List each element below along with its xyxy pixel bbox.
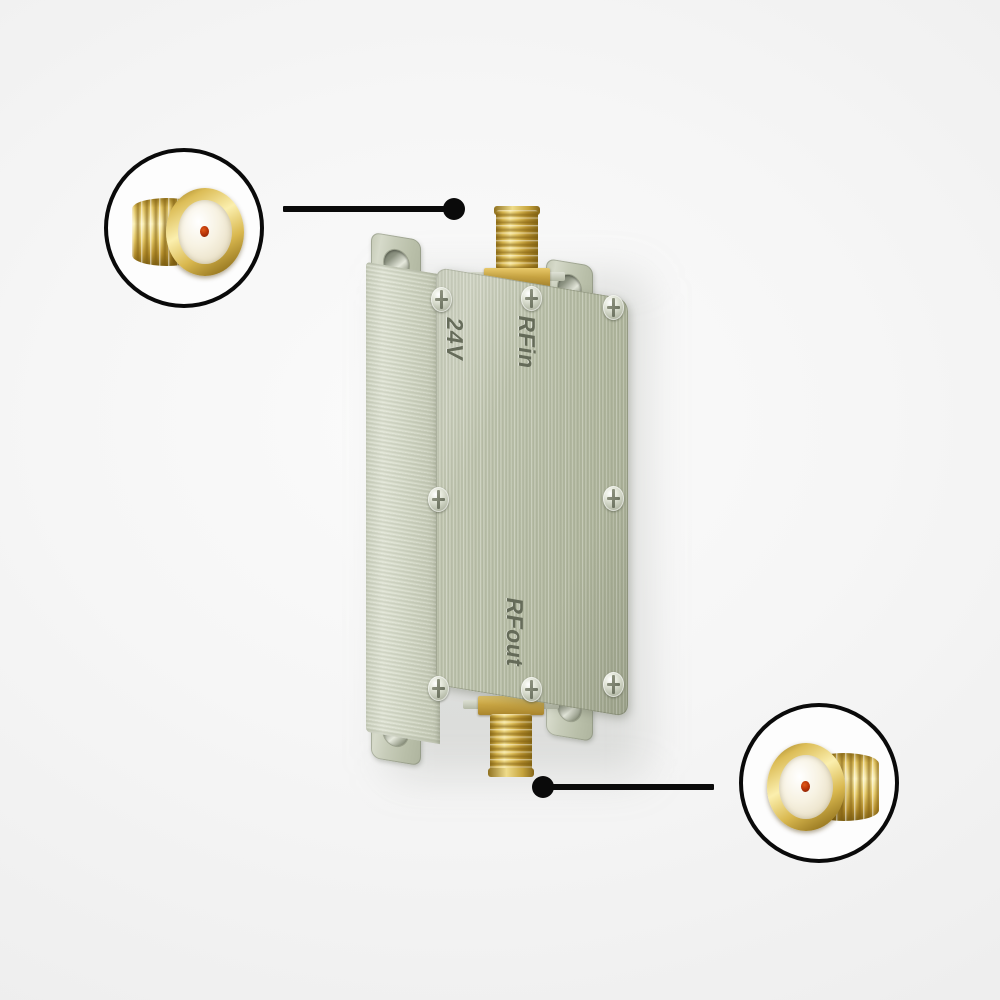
screw-top-center [521, 286, 542, 311]
label-rfin: RFin [514, 313, 540, 372]
screw-top-left [431, 287, 452, 312]
sma-bottom-threaded-barrel [490, 714, 532, 774]
sma-detail-center-pin-bottom [801, 781, 810, 792]
callout-circle-top [104, 148, 264, 308]
sma-connector-top [469, 206, 580, 296]
screw-middle-left [428, 487, 449, 512]
screw-bottom-left [428, 676, 449, 701]
callout-circle-bottom [739, 703, 899, 863]
screw-cross-horizontal [607, 496, 620, 500]
sma-top-threaded-barrel [496, 210, 538, 270]
screw-cross-horizontal [525, 296, 538, 300]
callout-leader-line-top [283, 206, 451, 212]
screw-top-right [603, 295, 624, 320]
label-24v: 24V [442, 315, 468, 363]
screw-bottom-right [603, 672, 624, 697]
screw-cross-horizontal [607, 305, 620, 309]
sma-detail-bottom [743, 707, 895, 859]
screw-cross-horizontal [432, 497, 445, 501]
sma-detail-center-pin-top [200, 226, 209, 237]
screw-middle-right [603, 486, 624, 511]
screw-cross-horizontal [525, 687, 538, 691]
screw-bottom-center [521, 677, 542, 702]
screw-cross-horizontal [607, 682, 620, 686]
callout-leader-dot-top [443, 198, 465, 220]
screw-cross-horizontal [432, 686, 445, 690]
callout-leader-line-bottom [546, 784, 714, 790]
sma-detail-top [108, 152, 260, 304]
callout-leader-dot-bottom [532, 776, 554, 798]
sma-connector-bottom [463, 696, 574, 788]
label-rfout: RFout [502, 595, 528, 669]
screw-cross-horizontal [435, 297, 448, 301]
sma-bottom-tip-ring [488, 768, 534, 777]
